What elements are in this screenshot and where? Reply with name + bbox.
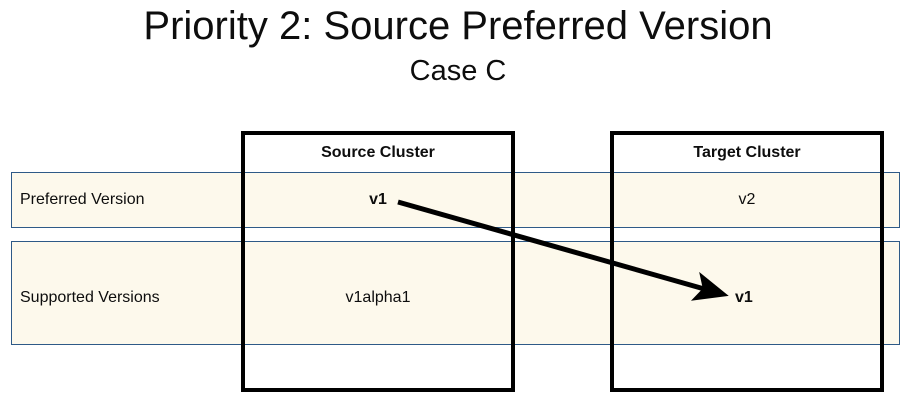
row-label-preferred-version: Preferred Version <box>20 191 145 208</box>
row-label-supported-versions: Supported Versions <box>20 289 160 306</box>
cell-source-supported-versions: v1alpha1 <box>345 289 411 306</box>
cell-target-supported-versions: v1 <box>735 289 753 306</box>
cell-target-preferred-version: v2 <box>738 191 756 208</box>
page-subtitle: Case C <box>409 55 507 87</box>
column-header-target-cluster: Target Cluster <box>693 144 801 161</box>
cluster-box-target <box>610 131 884 392</box>
cluster-box-source <box>241 131 515 392</box>
page-title: Priority 2: Source Preferred Version <box>143 4 773 48</box>
column-header-source-cluster: Source Cluster <box>321 144 435 161</box>
cell-source-preferred-version: v1 <box>369 191 387 208</box>
